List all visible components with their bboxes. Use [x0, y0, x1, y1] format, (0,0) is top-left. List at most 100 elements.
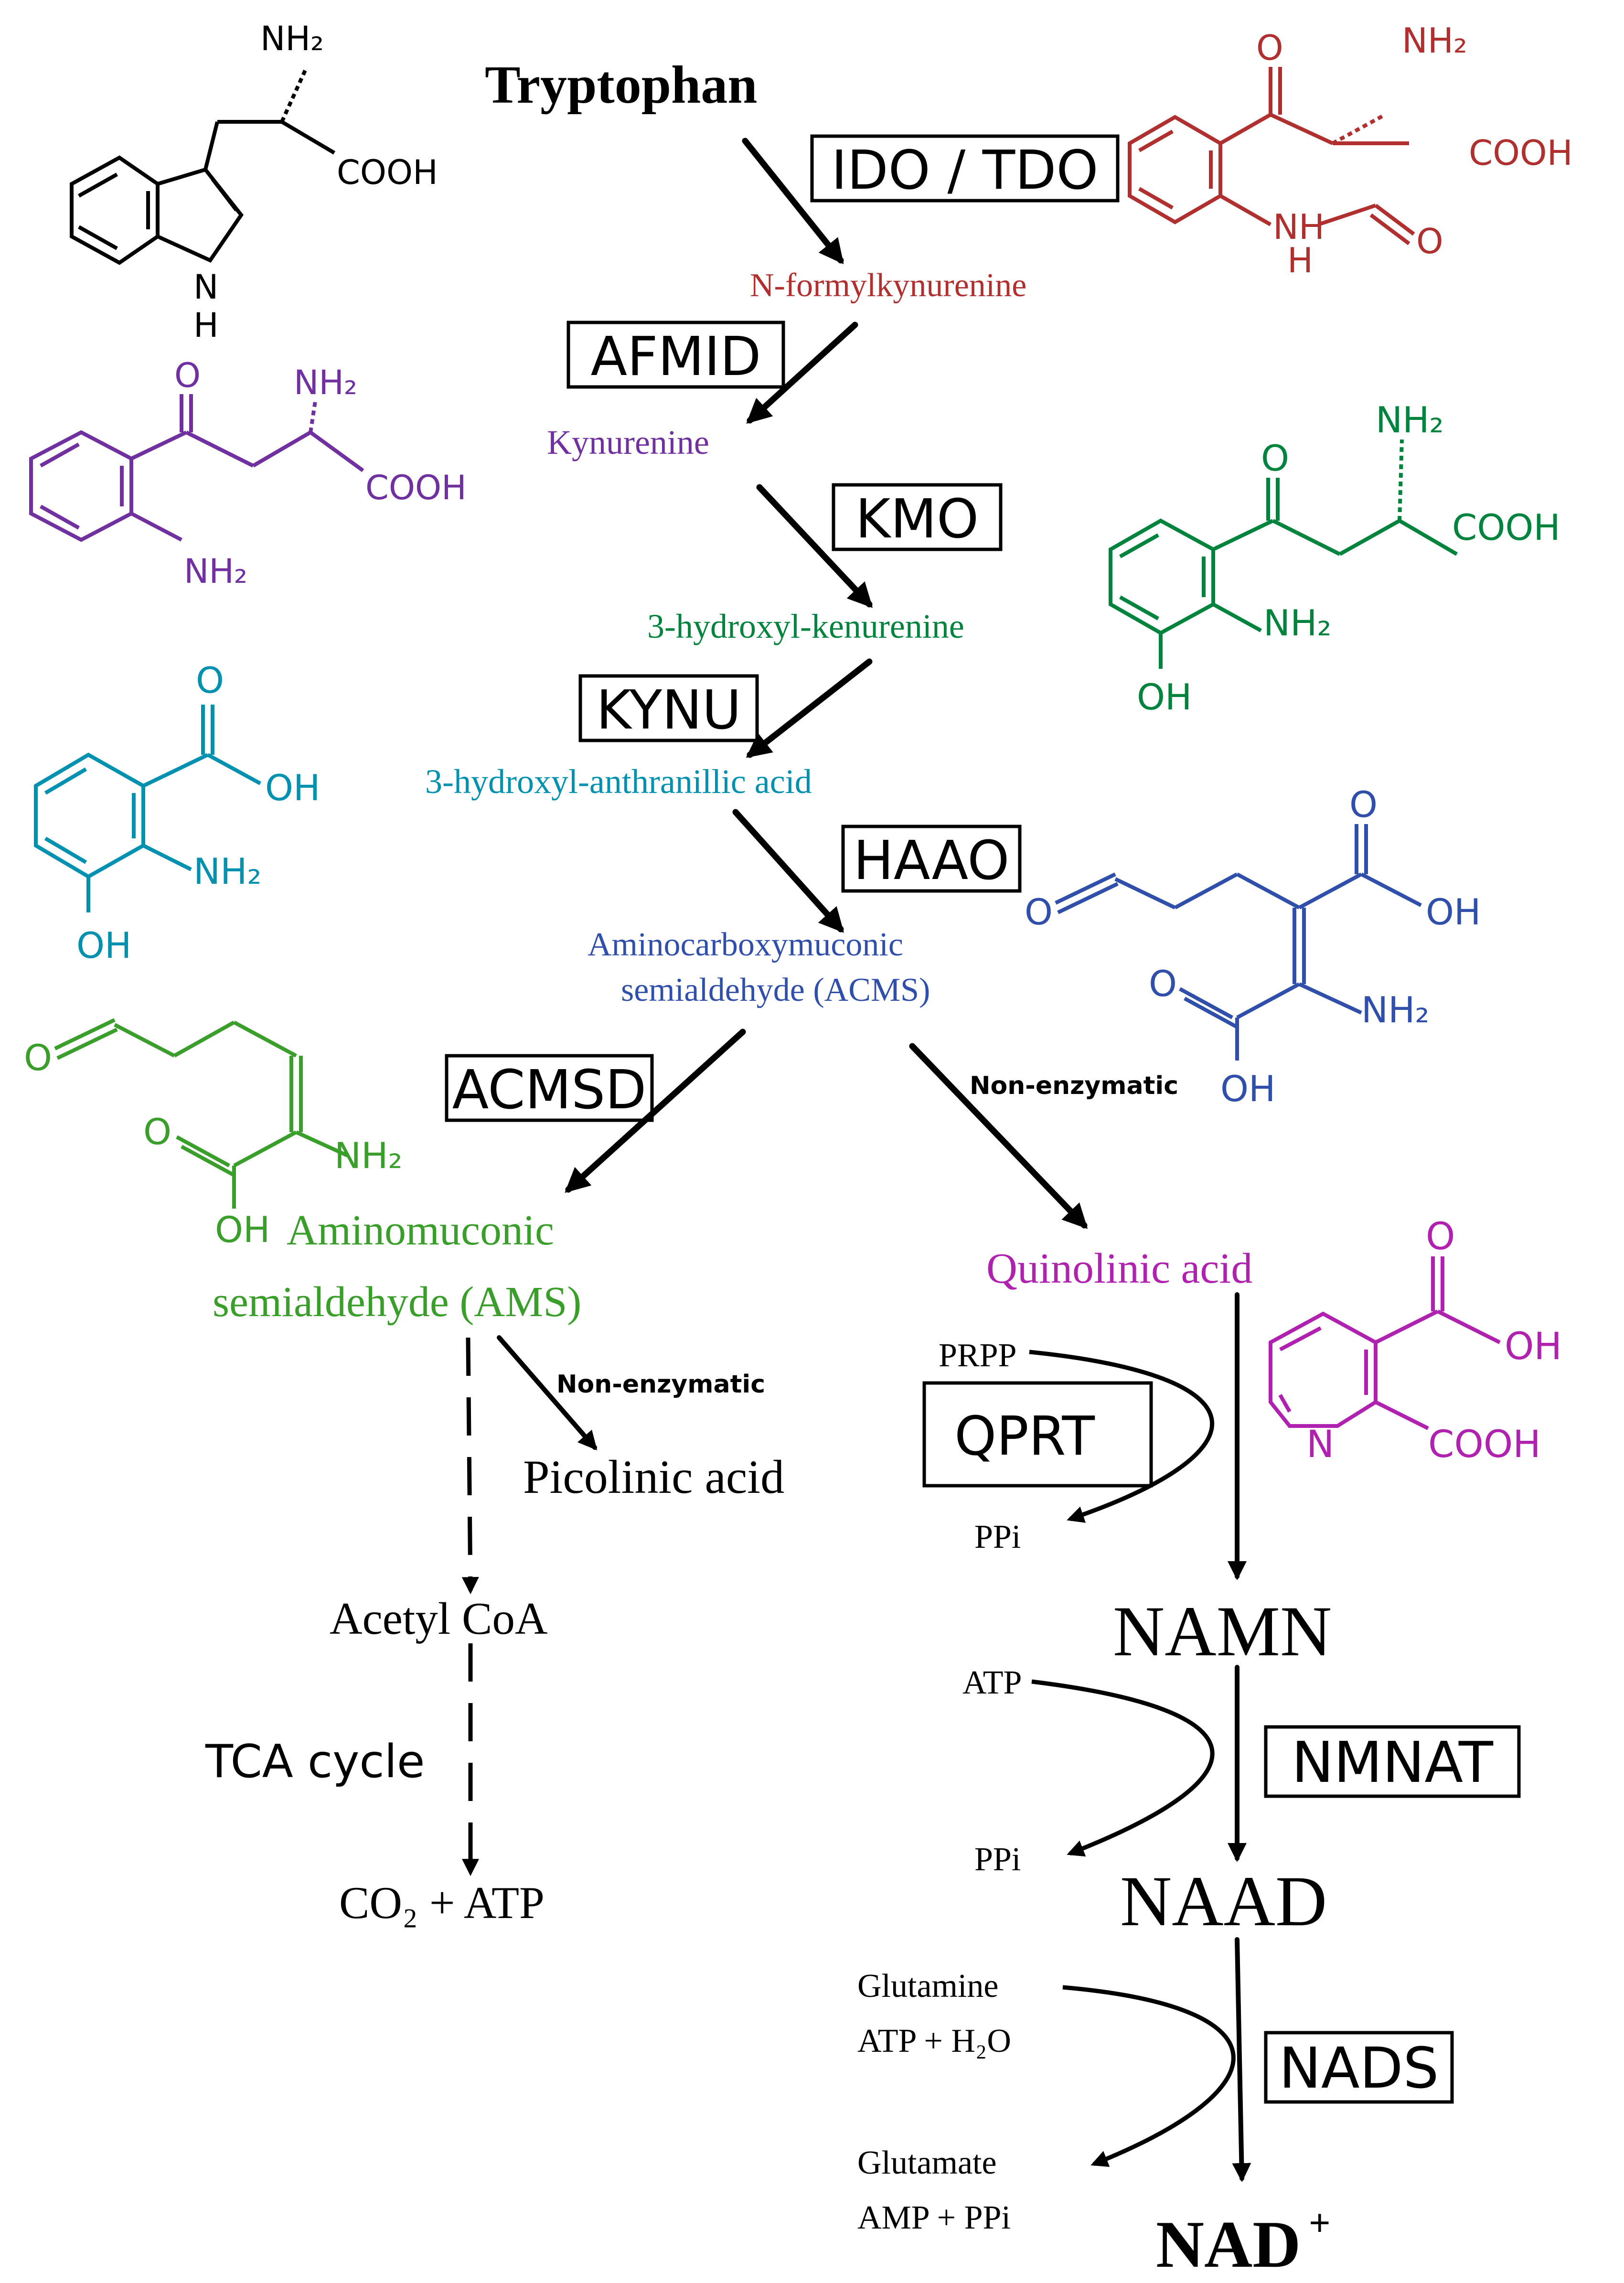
hydroxyanthranilic-atoms: O OH NH₂ OH [76, 659, 320, 966]
svg-text:COOH: COOH [1428, 1423, 1541, 1466]
prpp-ppi-curve [1029, 1350, 1215, 1523]
svg-text:COOH: COOH [365, 468, 467, 507]
haao-label: HAAO [854, 830, 1010, 892]
arrow-acms-to-quin [909, 1043, 1088, 1229]
svg-text:OH: OH [1137, 676, 1192, 718]
nad-charge: + [1309, 2202, 1331, 2244]
enzyme-boxes [445, 134, 1521, 2104]
ido-tdo-box [810, 134, 1120, 203]
ppi-label-2: PPi [974, 1841, 1021, 1878]
svg-text:COOH: COOH [1452, 506, 1560, 548]
arrow-3hk-to-3haa [746, 658, 873, 758]
svg-text:O: O [1416, 221, 1443, 261]
svg-text:O: O [1149, 963, 1177, 1005]
svg-text:H: H [193, 306, 219, 345]
co2-atp-label: CO₂ + ATP [339, 1877, 545, 1928]
nmnat-box [1264, 1725, 1521, 1798]
atp-ppi-curve [1031, 1679, 1215, 1857]
ams-structure [54, 1018, 350, 1209]
svg-text:OH: OH [1505, 1325, 1562, 1368]
svg-text:OH: OH [76, 924, 131, 966]
afmid-label: AFMID [591, 326, 761, 388]
svg-text:OH: OH [265, 767, 320, 809]
svg-text:O: O [24, 1037, 52, 1079]
svg-text:NH₂: NH₂ [1376, 399, 1444, 441]
svg-text:NH₂: NH₂ [193, 850, 262, 892]
svg-text:NH: NH [1273, 207, 1325, 247]
dashed-arrows [461, 1337, 479, 1876]
qprt-box [922, 1381, 1153, 1488]
acms-label-line1: Aminocarboxymuconic [588, 926, 903, 963]
svg-text:NH₂: NH₂ [1263, 602, 1332, 644]
svg-text:N: N [193, 268, 218, 307]
non-enzymatic-note-2: Non-enzymatic [556, 1370, 765, 1399]
hydroxyanthranilic-label: 3-hydroxyl-anthranillic acid [425, 762, 812, 801]
svg-text:NH₂: NH₂ [294, 363, 357, 402]
ams-label-line1: Aminomuconic [287, 1207, 554, 1254]
kynurenine-label: Kynurenine [547, 423, 709, 461]
svg-text:COOH: COOH [337, 153, 438, 192]
quinolinic-atoms: O OH N COOH [1306, 1215, 1562, 1466]
haao-box [841, 825, 1022, 893]
svg-text:NH₂: NH₂ [1402, 21, 1467, 61]
qprt-label: QPRT [954, 1405, 1095, 1468]
ppi-label-1: PPi [974, 1519, 1021, 1555]
afmid-box [566, 321, 785, 389]
svg-text:NH₂: NH₂ [334, 1135, 403, 1177]
svg-text:O: O [1261, 437, 1289, 479]
non-enzymatic-note-1: Non-enzymatic [970, 1072, 1178, 1100]
svg-text:OH: OH [1426, 891, 1481, 933]
arrow-3haa-to-acms [732, 809, 844, 933]
svg-text:H: H [1287, 240, 1313, 280]
atp-label: ATP [962, 1664, 1022, 1701]
svg-text:N: N [1306, 1423, 1334, 1466]
nads-label: NADS [1279, 2035, 1439, 2101]
n-formylkynurenine-atoms: O NH₂ COOH NH H O [1256, 21, 1573, 280]
namn-label: NAMN [1113, 1592, 1332, 1671]
kynurenine-atoms: O NH₂ COOH NH₂ [174, 356, 467, 591]
quinolinic-label: Quinolinic acid [986, 1245, 1252, 1292]
kynu-box [578, 674, 759, 742]
kynu-label: KYNU [596, 679, 741, 741]
svg-text:O: O [1349, 783, 1378, 825]
svg-text:O: O [1025, 891, 1053, 933]
kmo-box [832, 483, 1003, 551]
arrow-naad-to-nad [1232, 1937, 1251, 2182]
hydroxykynurenine-label: 3-hydroxyl-kenurenine [647, 607, 964, 645]
acms-label-line2: semialdehyde (ACMS) [621, 972, 930, 1008]
ams-atoms: O O NH₂ OH [24, 1037, 403, 1251]
svg-text:NH₂: NH₂ [184, 552, 247, 591]
ido-tdo-label: IDO / TDO [831, 139, 1098, 202]
tryptophan-structure [70, 68, 336, 265]
svg-text:O: O [196, 659, 224, 701]
svg-text:NH₂: NH₂ [260, 19, 324, 58]
svg-text:O: O [1426, 1215, 1455, 1258]
acms-atoms: O O OH O NH₂ OH [1025, 783, 1481, 1110]
acetyl-coa-label: Acetyl CoA [330, 1593, 547, 1644]
ams-label-line2: semialdehyde (AMS) [213, 1278, 581, 1326]
hydroxykynurenine-structure [1109, 439, 1458, 669]
tca-cycle-label: TCA cycle [205, 1736, 425, 1788]
acms-structure [1055, 824, 1422, 1061]
n-formylkynurenine-structure [1128, 67, 1415, 246]
acmsd-box [445, 1054, 654, 1122]
svg-text:O: O [174, 356, 201, 395]
n-formylkynurenine-label: N-formylkynurenine [750, 267, 1026, 304]
prpp-label: PRPP [939, 1337, 1016, 1374]
arrow-trp-to-nfk [742, 138, 844, 265]
svg-text:O: O [143, 1111, 171, 1153]
nads-box [1264, 2031, 1454, 2104]
glutamine-glutamate-curve [1062, 1985, 1236, 2167]
svg-text:O: O [1256, 28, 1283, 68]
kynurenine-structure [29, 394, 364, 542]
glutamine-label: Glutamine [857, 1968, 998, 2004]
svg-text:OH: OH [1220, 1068, 1275, 1110]
hydroxykynurenine-atoms: O NH₂ COOH NH₂ OH [1137, 399, 1560, 718]
pathway-arrows [497, 138, 1251, 2182]
svg-text:OH: OH [215, 1209, 270, 1251]
nmnat-label: NMNAT [1292, 1729, 1494, 1795]
kmo-label: KMO [855, 488, 979, 550]
quinolinic-structure [1269, 1256, 1501, 1430]
tryptophan-label: Tryptophan [485, 55, 758, 115]
